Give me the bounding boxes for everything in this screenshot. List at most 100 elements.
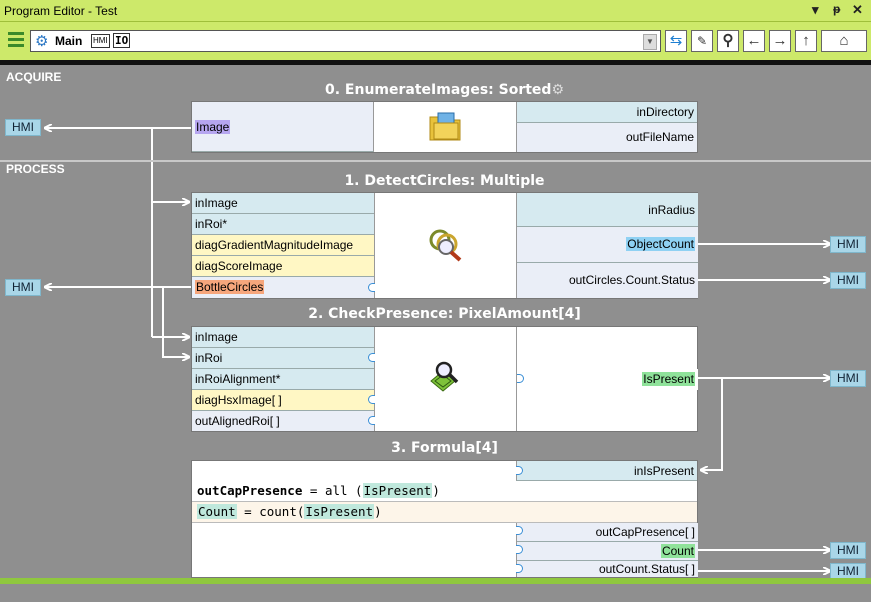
input-port-icon — [517, 374, 524, 383]
tool-2-outputs: IsPresent — [516, 327, 698, 431]
hmi-output-circles-status[interactable]: HMI — [830, 272, 866, 289]
section-divider — [0, 160, 871, 162]
tool-2-block[interactable]: inImage inRoi inRoiAlignment* diagHsxIma… — [191, 326, 698, 432]
formula-line-2[interactable]: Count = count(IsPresent) — [192, 502, 697, 523]
formula-2-arg: IsPresent — [304, 504, 375, 519]
pin-outalignedroi[interactable]: outAlignedRoi[ ] — [192, 411, 374, 431]
pin-window-icon[interactable]: ᵽ — [833, 2, 841, 16]
tool-1-title[interactable]: 1. DetectCircles: Multiple — [344, 173, 545, 189]
output-port-icon — [368, 416, 375, 425]
pin-inispresent[interactable]: inIsPresent — [516, 461, 697, 481]
detect-circles-icon — [427, 227, 463, 263]
gear-icon[interactable]: ⚙ — [551, 82, 564, 98]
breadcrumb-main[interactable]: Main — [55, 34, 83, 48]
hmi-badge[interactable]: HMI — [91, 34, 110, 48]
pin-outcappresence[interactable]: outCapPresence[ ] — [517, 523, 698, 542]
pin-ispresent-label: IsPresent — [642, 372, 695, 386]
breadcrumb-bar[interactable]: ⚙ Main HMI IO ▼ — [30, 30, 661, 52]
arrow-left-icon[interactable]: ← — [743, 30, 765, 52]
tool-0-block[interactable]: Image inDirectory outFileName — [191, 101, 698, 153]
edit-icon[interactable]: ✎ — [691, 30, 713, 52]
arrow-right-icon[interactable]: → — [769, 30, 791, 52]
section-process: PROCESS — [6, 162, 65, 176]
pin-diagscoreimage[interactable]: diagScoreImage — [192, 256, 374, 277]
status-bar — [0, 578, 871, 584]
output-port-icon — [368, 395, 375, 404]
input-port-icon — [516, 466, 523, 475]
tool-3-outputs: outCapPresence[ ] Count outCount.Status[… — [516, 523, 698, 577]
formula-2-op: = — [236, 504, 260, 519]
pin-objectcount[interactable]: ObjectCount — [517, 227, 698, 263]
output-port-icon — [368, 283, 375, 292]
tool-1-outputs: inRadius ObjectCount outCircles.Count.St… — [516, 193, 698, 298]
formula-2-target: Count — [197, 504, 237, 519]
dropdown-menu-icon[interactable]: ▾ — [812, 2, 819, 17]
pin-inroi[interactable]: inRoi — [192, 348, 374, 369]
tool-3-block[interactable]: inIsPresent outCapPresence = all (IsPres… — [191, 460, 698, 578]
tool-1-block[interactable]: inImage inRoi* diagGradientMagnitudeImag… — [191, 192, 698, 299]
pin-diaghsximage[interactable]: diagHsxImage[ ] — [192, 390, 374, 411]
formula-2-prefix: count( — [259, 504, 305, 519]
pin-diaggradientmagnitudeimage[interactable]: diagGradientMagnitudeImage — [192, 235, 374, 256]
pin-indirectory[interactable]: inDirectory — [516, 102, 697, 123]
chevron-down-icon[interactable]: ▼ — [643, 34, 657, 50]
menu-icon[interactable] — [8, 32, 24, 50]
pin-outcount-status[interactable]: outCount.Status[ ] — [517, 561, 698, 577]
section-acquire: ACQUIRE — [6, 70, 62, 84]
output-port-icon — [516, 564, 523, 573]
hmi-output-count[interactable]: HMI — [830, 542, 866, 559]
formula-2-suffix: ) — [374, 504, 382, 519]
formula-1-op: = — [302, 483, 325, 498]
window-title-bar: Program Editor - Test ▾ ᵽ ✕ — [0, 0, 871, 22]
tool-3-title[interactable]: 3. Formula[4] — [391, 440, 498, 456]
wire-circles-to-roi — [162, 287, 189, 357]
formula-line-1[interactable]: outCapPresence = all (IsPresent) — [192, 481, 697, 502]
hmi-output-image[interactable]: HMI — [5, 119, 41, 136]
pin-image[interactable]: Image — [192, 102, 374, 152]
window-title: Program Editor - Test — [4, 4, 118, 18]
tool-0-title-text: 0. EnumerateImages: Sorted — [325, 82, 552, 98]
hmi-output-objectcount[interactable]: HMI — [830, 236, 866, 253]
pin-inimage[interactable]: inImage — [192, 193, 374, 214]
pin-inradius[interactable]: inRadius — [517, 193, 698, 227]
check-presence-icon — [427, 359, 463, 395]
pin-inroi-optional[interactable]: inRoi* — [192, 214, 374, 235]
pin-outfilename[interactable]: outFileName — [516, 123, 697, 152]
formula-1-target: outCapPresence — [197, 483, 303, 498]
folder-images-icon — [427, 109, 463, 145]
toolbar-separator — [0, 60, 871, 65]
pin-image-label: Image — [195, 120, 231, 134]
hmi-output-bottlecircles[interactable]: HMI — [5, 279, 41, 296]
formula-1-suffix: ) — [432, 483, 440, 498]
pin-objectcount-label: ObjectCount — [626, 237, 695, 251]
pin-outcircles-count-status[interactable]: outCircles.Count.Status — [517, 263, 698, 298]
tool-1-inputs: inImage inRoi* diagGradientMagnitudeImag… — [192, 193, 375, 298]
arrow-up-icon[interactable]: ↑ — [795, 30, 817, 52]
pin-bottlecircles[interactable]: BottleCircles — [192, 277, 374, 298]
gear-icon: ⚙ — [35, 33, 49, 50]
toolbar: ⚙ Main HMI IO ▼ ⇆ ✎ ⚲ ← → ↑ ⌂ — [0, 22, 871, 60]
pin-count-label: Count — [660, 544, 695, 558]
pin-ispresent[interactable]: IsPresent — [517, 369, 698, 390]
pin-inroialignment[interactable]: inRoiAlignment* — [192, 369, 374, 390]
tool-0-title[interactable]: 0. EnumerateImages: Sorted⚙ — [191, 82, 698, 98]
output-port-icon — [516, 545, 523, 554]
tool-2-title[interactable]: 2. CheckPresence: PixelAmount[4] — [308, 306, 581, 322]
wire-ispresent-to-formula — [701, 378, 723, 470]
input-port-icon — [368, 353, 375, 362]
zoom-icon[interactable]: ⚲ — [717, 30, 739, 52]
output-port-icon — [516, 526, 523, 535]
pin-inimage-2[interactable]: inImage — [192, 327, 374, 348]
pin-count[interactable]: Count — [517, 542, 698, 561]
hmi-output-count-status[interactable]: HMI — [830, 563, 866, 580]
tool-2-inputs: inImage inRoi inRoiAlignment* diagHsxIma… — [192, 327, 375, 431]
close-window-icon[interactable]: ✕ — [852, 2, 863, 17]
home-icon[interactable]: ⌂ — [821, 30, 867, 52]
io-badge[interactable]: IO — [113, 33, 131, 48]
pin-bottlecircles-label: BottleCircles — [195, 280, 265, 294]
swap-icon[interactable]: ⇆ — [665, 30, 687, 52]
formula-1-arg: IsPresent — [362, 483, 433, 498]
hmi-output-ispresent[interactable]: HMI — [830, 370, 866, 387]
formula-1-prefix: all ( — [324, 483, 363, 498]
